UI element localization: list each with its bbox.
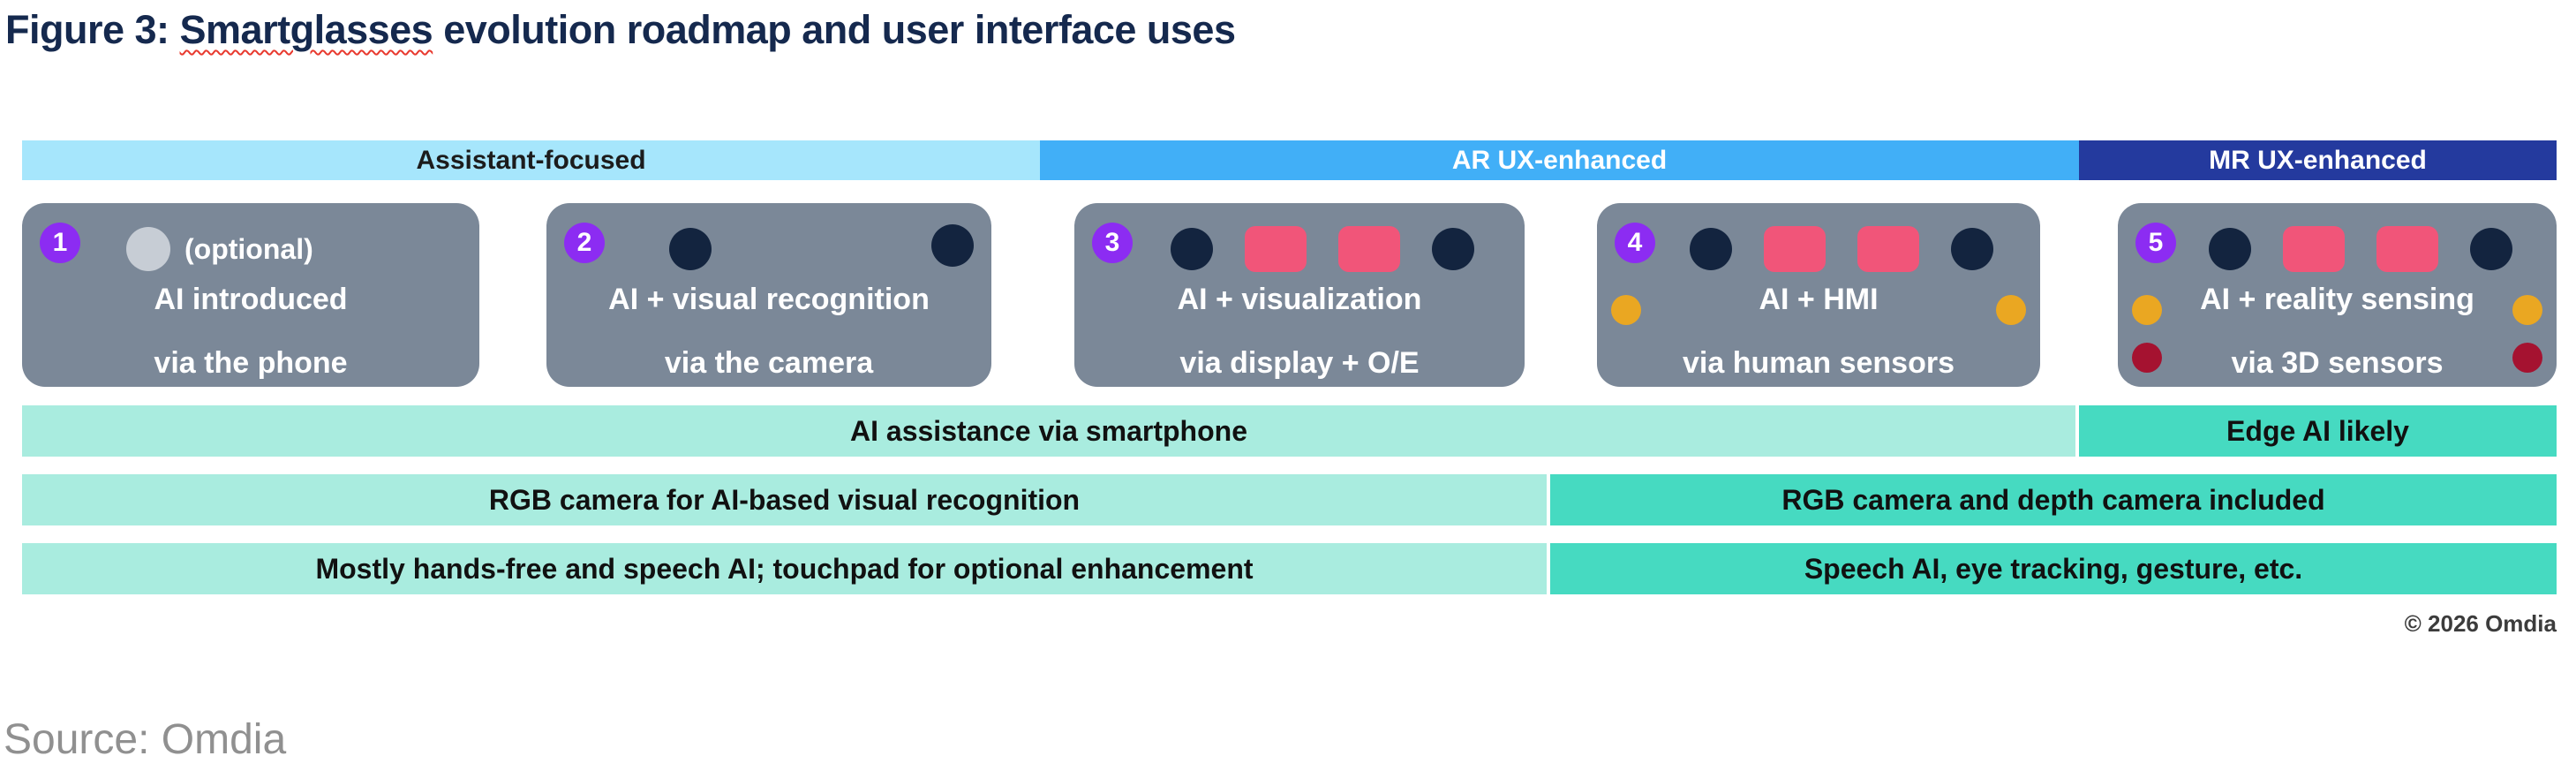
- stage-number-badge: 1: [40, 223, 80, 263]
- stage-number: 2: [576, 228, 592, 257]
- capability-label: RGB camera and depth camera included: [1781, 483, 2325, 516]
- capability-label: Edge AI likely: [2226, 414, 2409, 447]
- capability-speech-eye-gesture: Speech AI, eye tracking, gesture, etc.: [1550, 543, 2557, 594]
- stage-line2: via the camera: [664, 346, 874, 380]
- display-module-icon: [1764, 226, 1826, 272]
- source-note: Source: Omdia: [4, 716, 287, 763]
- figure-title: Figure 3: Smartglasses evolution roadmap…: [5, 7, 1236, 53]
- stage-line1: AI + HMI: [1759, 283, 1879, 316]
- stage-number-badge: 5: [2135, 223, 2176, 263]
- camera-sensor-icon: [1690, 228, 1732, 270]
- stage-line2: via human sensors: [1682, 346, 1955, 380]
- phase-label: AR UX-enhanced: [1451, 145, 1668, 175]
- camera-sensor-icon: [1171, 228, 1213, 270]
- stage-icons-row: [546, 224, 991, 274]
- display-module-icon: [1857, 226, 1919, 272]
- stage-box-4: 4 AI + HMI via human sensors: [1597, 203, 2040, 387]
- human-sensor-icon: [1996, 295, 2026, 325]
- display-module-icon: [2376, 226, 2438, 272]
- phase-band-assistant-focused: Assistant-focused: [22, 140, 1040, 180]
- stage-number: 5: [2148, 228, 2164, 257]
- capability-label: Mostly hands-free and speech AI; touchpa…: [315, 552, 1254, 585]
- stage-icons-row: [2164, 224, 2557, 274]
- stage-number-badge: 4: [1615, 223, 1655, 263]
- capability-edge-ai: Edge AI likely: [2079, 405, 2557, 457]
- stage-box-5: 5 AI + reality sensing via 3D sensors: [2118, 203, 2557, 387]
- stage-line1: AI + reality sensing: [2200, 283, 2474, 316]
- stage-line1: AI introduced: [154, 283, 348, 316]
- stage-icons-row: [1643, 224, 2040, 274]
- stage-icons-row: [1120, 224, 1525, 274]
- display-module-icon: [1338, 226, 1400, 272]
- capability-rgb-camera: RGB camera for AI-based visual recogniti…: [22, 474, 1547, 525]
- stage-box-1: 1 (optional) AI introduced via the phone: [22, 203, 479, 387]
- optional-label: (optional): [185, 232, 313, 265]
- stage-box-3: 3 AI + visualization via display + O/E: [1074, 203, 1525, 387]
- stage-line2: via 3D sensors: [2231, 346, 2444, 380]
- stage-icons-row: (optional): [22, 224, 479, 274]
- phase-band-ar-ux-enhanced: AR UX-enhanced: [1040, 140, 2079, 180]
- stage-number: 4: [1627, 228, 1643, 257]
- phase-label: MR UX-enhanced: [2209, 145, 2427, 175]
- human-sensor-icon: [1611, 295, 1641, 325]
- capability-label: AI assistance via smartphone: [850, 414, 1247, 447]
- camera-sensor-icon: [931, 224, 974, 267]
- capability-ai-assistance: AI assistance via smartphone: [22, 405, 2075, 457]
- stage-box-2: 2 AI + visual recognition via the camera: [546, 203, 991, 387]
- camera-sensor-icon: [1951, 228, 1993, 270]
- figure-title-prefix: Figure 3:: [5, 7, 180, 52]
- figure-title-spellcheck-word: Smartglasses: [179, 7, 433, 52]
- capability-label: RGB camera for AI-based visual recogniti…: [488, 483, 1081, 516]
- capability-hands-free: Mostly hands-free and speech AI; touchpa…: [22, 543, 1547, 594]
- figure-title-suffix: evolution roadmap and user interface use…: [433, 7, 1236, 52]
- optional-device-icon: [126, 227, 170, 271]
- stage-line2: via the phone: [154, 346, 348, 380]
- stage-number: 3: [1104, 228, 1120, 257]
- depth-sensor-icon: [2512, 343, 2542, 373]
- camera-sensor-icon: [2208, 228, 2251, 270]
- depth-sensor-icon: [2132, 343, 2162, 373]
- human-sensor-icon: [2512, 295, 2542, 325]
- stage-number: 1: [52, 228, 68, 257]
- display-module-icon: [2282, 226, 2345, 272]
- stage-line2: via display + O/E: [1179, 346, 1420, 380]
- stage-number-badge: 3: [1092, 223, 1133, 263]
- stage-line1: AI + visual recognition: [608, 283, 930, 316]
- capability-label: Speech AI, eye tracking, gesture, etc.: [1804, 552, 2303, 585]
- camera-sensor-icon: [1432, 228, 1474, 270]
- camera-sensor-icon: [2469, 228, 2512, 270]
- copyright-note: © 2026 Omdia: [2404, 610, 2557, 637]
- capability-rgb-depth-camera: RGB camera and depth camera included: [1550, 474, 2557, 525]
- human-sensor-icon: [2132, 295, 2162, 325]
- phase-band-mr-ux-enhanced: MR UX-enhanced: [2079, 140, 2557, 180]
- camera-sensor-icon: [669, 228, 712, 270]
- display-module-icon: [1245, 226, 1307, 272]
- phase-label: Assistant-focused: [416, 145, 646, 175]
- stage-number-badge: 2: [564, 223, 605, 263]
- stage-line1: AI + visualization: [1177, 283, 1422, 316]
